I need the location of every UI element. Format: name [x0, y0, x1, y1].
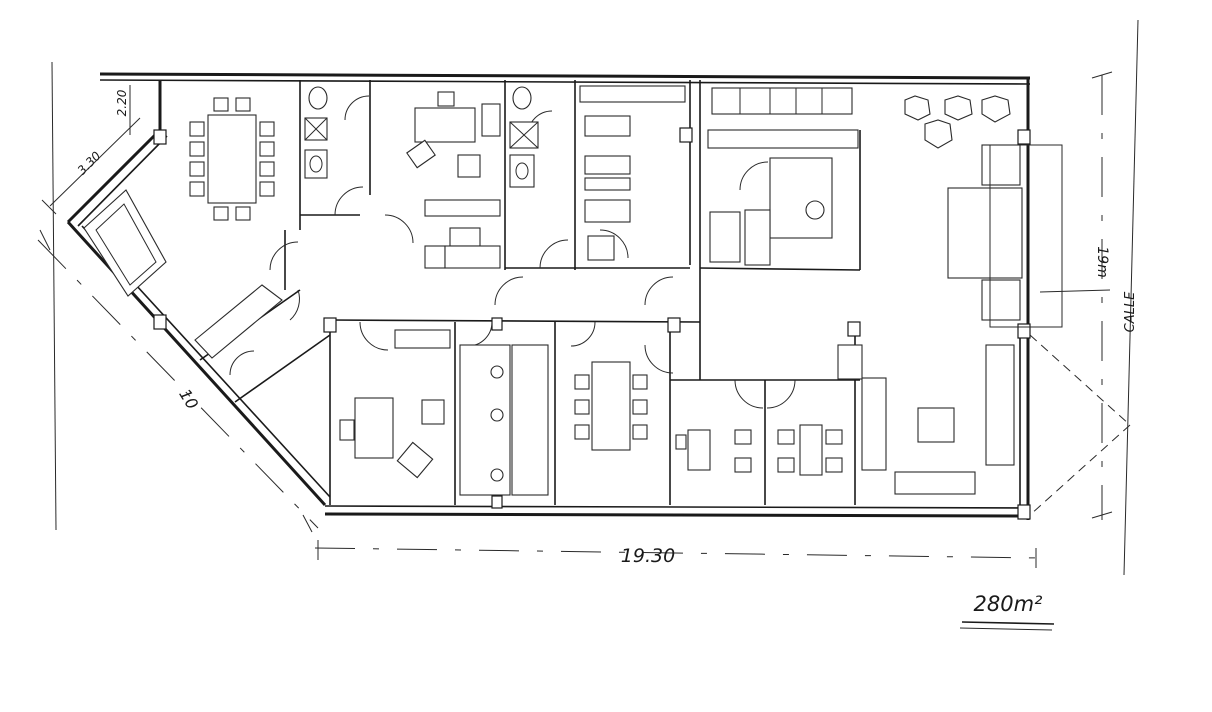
executive-desk [947, 187, 1023, 279]
dimension-diag-a: 2.20 [115, 89, 129, 116]
chair [709, 211, 741, 263]
conference-chairs [189, 97, 275, 221]
bathroom-right [509, 86, 539, 188]
bench [194, 284, 283, 359]
desk [354, 397, 394, 459]
chair [424, 245, 446, 269]
boardroom [189, 97, 275, 221]
desk [687, 429, 711, 471]
sink [509, 154, 535, 188]
credenza [481, 103, 501, 137]
door-swings [229, 95, 796, 409]
meeting-table [591, 361, 631, 451]
toilet [308, 86, 328, 110]
meeting-room [574, 361, 648, 451]
armchair [406, 139, 436, 169]
office-top-center [406, 91, 501, 269]
dimension-diag-b: 3.30 [75, 149, 104, 178]
sofa [985, 344, 1015, 466]
desk [414, 107, 476, 143]
armchair [396, 441, 434, 479]
bathroom-left [304, 86, 328, 179]
storage-cabinets [711, 87, 853, 115]
sink [304, 149, 328, 179]
office-top-right [707, 87, 859, 266]
director-office [904, 95, 1063, 328]
chair [981, 144, 1021, 186]
area-underline [961, 621, 1055, 625]
street-label: CALLE [1123, 291, 1138, 332]
counter-unit [584, 199, 631, 223]
sofa [83, 189, 167, 297]
sofa [861, 377, 887, 471]
desk [799, 424, 823, 476]
dimension-width: 19m [1094, 246, 1110, 277]
street-chamfer [1029, 334, 1131, 516]
chair [339, 419, 355, 441]
cabinet [394, 329, 451, 349]
swivel-chair [805, 200, 825, 220]
side-cabinet [744, 209, 771, 266]
bookshelf [424, 199, 501, 217]
counter [579, 85, 686, 103]
sofa [894, 471, 976, 495]
dimension-lines [37, 19, 1139, 576]
counter-unit [584, 155, 631, 175]
office-bottom-left [339, 329, 451, 479]
interior-walls [199, 80, 1021, 505]
armchair [457, 154, 481, 178]
dimension-length: 19.30 [621, 545, 675, 567]
kitchenette [579, 85, 686, 261]
stool [904, 95, 931, 121]
toilet [512, 86, 532, 110]
stool [924, 119, 953, 149]
side-cabinet [837, 344, 863, 380]
counter-unit [584, 177, 631, 191]
desk [769, 157, 833, 239]
chair [981, 279, 1021, 321]
lounge-bottom-right [837, 344, 1015, 495]
outer-walls [66, 72, 1031, 520]
shelf [707, 129, 859, 149]
office-bottom-mid [675, 429, 752, 473]
cabinet [444, 245, 501, 269]
reception-strip [459, 344, 549, 496]
chair [587, 235, 615, 261]
area-label: 280m² [974, 592, 1044, 616]
conference-table [207, 114, 257, 204]
armchair [421, 399, 445, 425]
chair [437, 91, 455, 107]
lounge-area [83, 189, 283, 359]
bench [511, 344, 549, 496]
stool [944, 95, 973, 121]
office-bottom-right [777, 424, 843, 476]
stool [981, 95, 1011, 123]
dimension-diag-c: 10 [175, 385, 202, 412]
coffee-table [917, 407, 955, 443]
counter-unit [584, 115, 631, 137]
desk [449, 227, 481, 247]
